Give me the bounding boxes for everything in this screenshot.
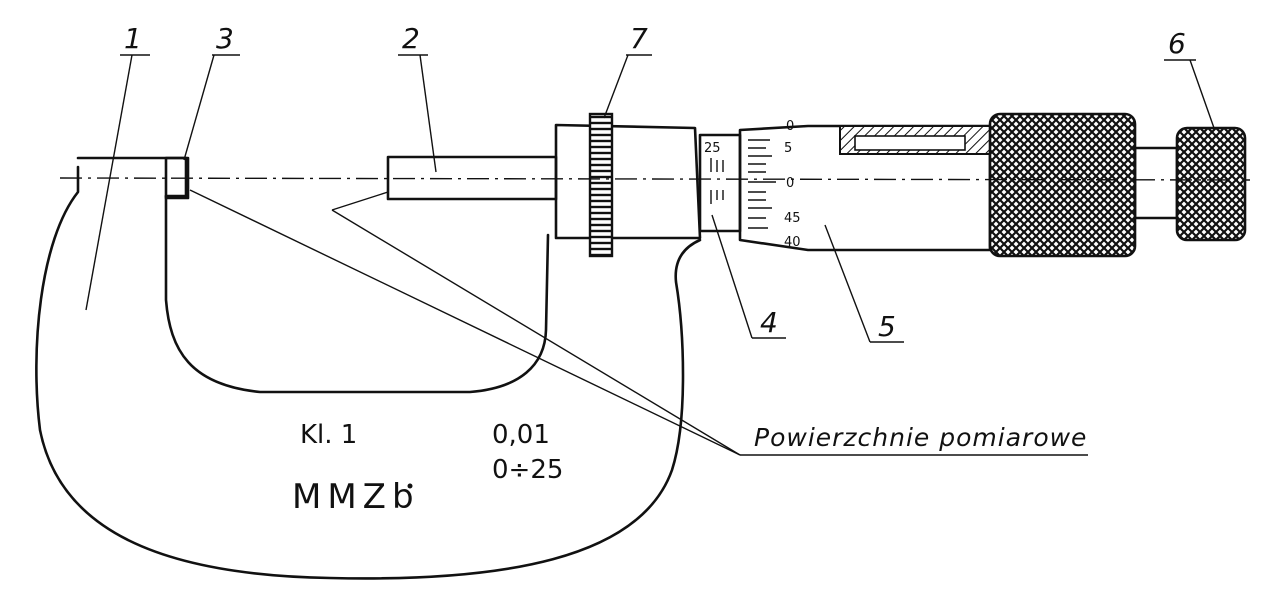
thimble-scale-0a: 0 (786, 119, 794, 134)
label-ratchet: 6 (1168, 27, 1186, 60)
axis-line (59, 177, 1251, 181)
thimble-scale-45: 45 (784, 211, 801, 226)
label-thimble: 5 (878, 310, 896, 343)
leader-lines (85, 54, 1215, 456)
frame-body (35, 165, 702, 580)
label-spindle: 2 (402, 22, 420, 55)
measuring-surfaces-caption: Powierzchnie pomiarowe (754, 423, 1087, 452)
frame-boss (554, 112, 702, 258)
model-dot (407, 483, 413, 489)
thimble-scale-5: 5 (784, 141, 792, 156)
thimble-graduations (748, 139, 776, 229)
ratchet (1175, 126, 1247, 242)
label-sleeve: 4 (760, 306, 778, 339)
lock-ring (588, 112, 614, 258)
ratchet-neck (1133, 146, 1179, 220)
model-text: MMZb (292, 477, 420, 517)
thimble: 0 5 0 45 40 (738, 119, 992, 252)
sleeve: 25 (698, 133, 742, 233)
thimble-scale-40: 40 (784, 235, 801, 250)
sleeve-scale-value: 25 (704, 141, 721, 156)
resolution-text: 0,01 (492, 420, 550, 450)
label-lock-ring: 7 (630, 22, 648, 55)
accuracy-class-text: Kl. 1 (300, 420, 357, 450)
knurled-cap (988, 112, 1137, 258)
range-text: 0÷25 (492, 455, 563, 485)
thimble-scale-0: 0 (786, 176, 794, 191)
label-anvil-face: 3 (216, 22, 234, 55)
label-anvil-frame: 1 (124, 22, 142, 55)
